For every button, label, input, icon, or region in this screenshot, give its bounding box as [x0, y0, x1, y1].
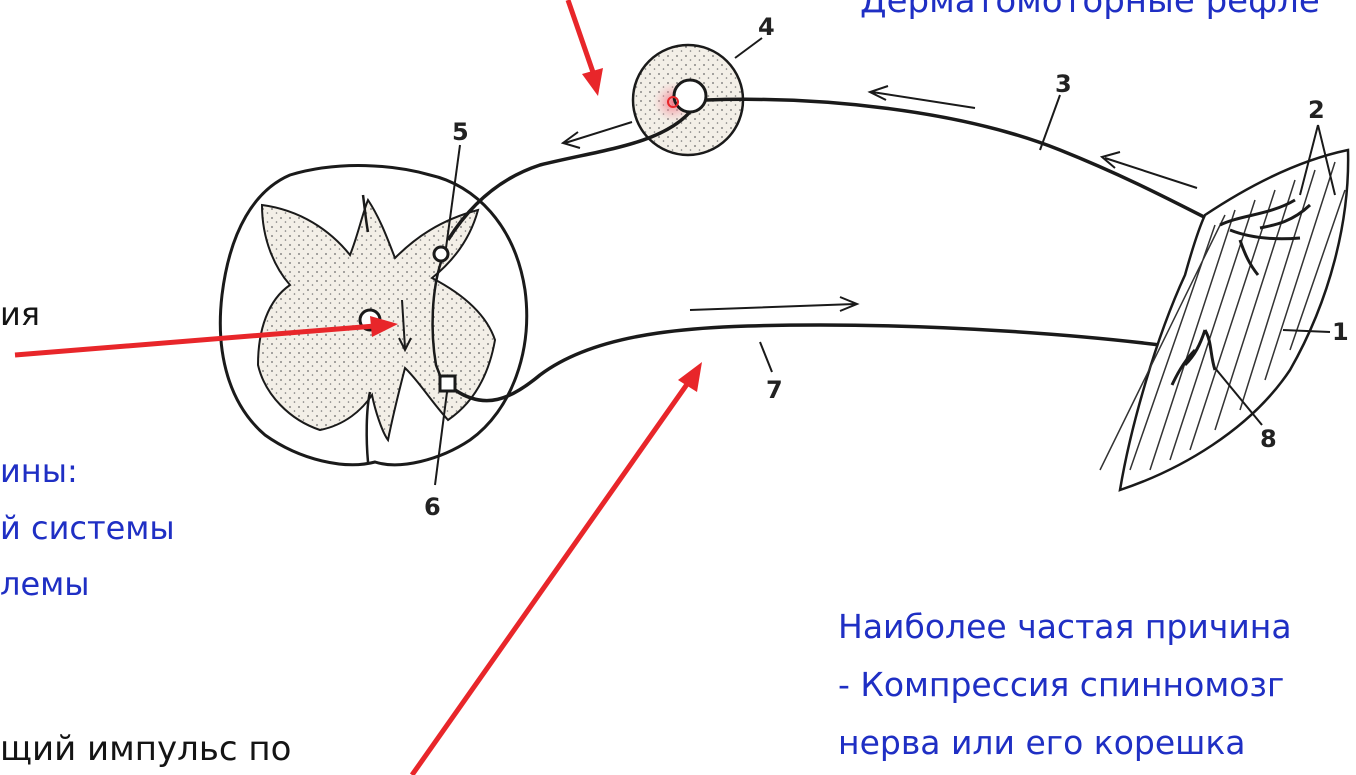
cause-line-1: - Компрессия спинномозг [838, 668, 1284, 701]
top-right-heading-fragment: Дерматомоторные рефле [860, 0, 1320, 18]
left-text-fragment-2: ины: [0, 455, 78, 487]
arrow-ganglion-out [563, 122, 632, 148]
label-2: 2 [1308, 96, 1325, 124]
label-6: 6 [424, 493, 441, 521]
left-text-fragment-3: й системы [0, 512, 175, 544]
label-7: 7 [766, 376, 783, 404]
muscle-outline [1120, 150, 1348, 490]
label-3: 3 [1055, 70, 1072, 98]
red-arrowhead-motor [678, 362, 702, 392]
left-text-fragment-1: ия [0, 298, 40, 330]
cause-title: Наиболее частая причина [838, 610, 1292, 643]
bottom-left-text-fragment: щий импульс по [0, 732, 291, 766]
arrow-sensory-2 [1102, 152, 1197, 188]
ganglion-cell [674, 80, 706, 112]
label-4: 4 [758, 13, 775, 41]
spinal-cord-section [220, 166, 526, 465]
label-5: 5 [452, 118, 469, 146]
red-arrow-to-ganglion [568, 0, 595, 78]
arrow-motor [690, 297, 857, 311]
motor-neuron-6 [440, 376, 455, 391]
red-arrowhead-ganglion [582, 68, 603, 96]
label-8: 8 [1260, 425, 1277, 453]
cause-line-2: нерва или его корешка [838, 726, 1246, 759]
interneuron-5 [434, 247, 448, 261]
muscle [1100, 150, 1348, 490]
left-text-fragment-4: лемы [0, 568, 90, 600]
sensory-fiber [706, 99, 1220, 225]
arrow-sensory-1 [870, 86, 975, 108]
motor-fiber [455, 325, 1205, 401]
label-1: 1 [1332, 318, 1349, 346]
